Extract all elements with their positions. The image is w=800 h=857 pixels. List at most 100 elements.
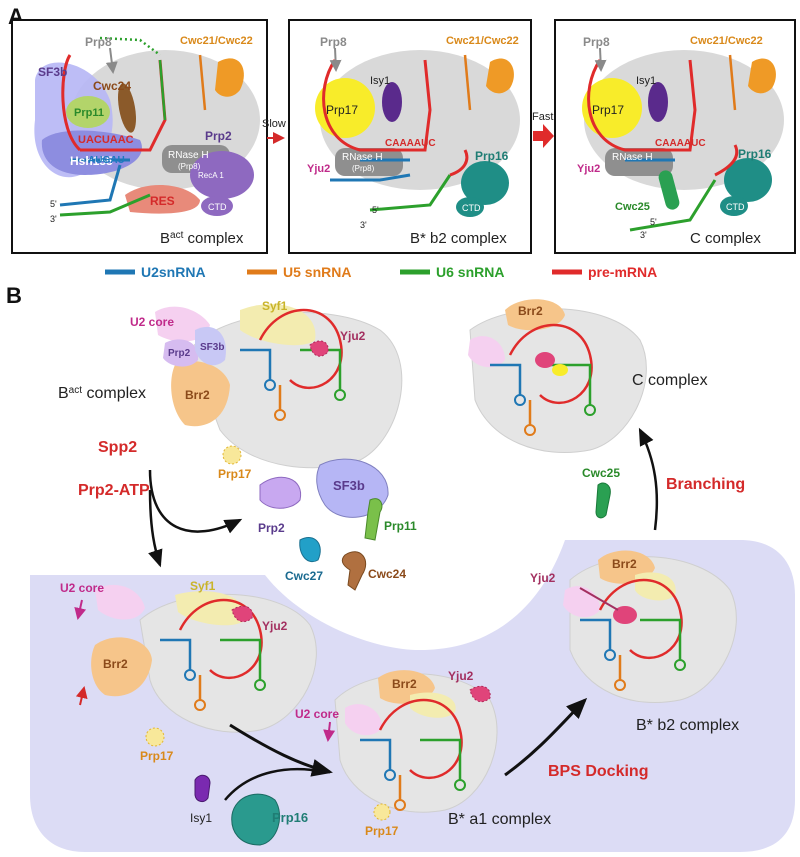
- a1-prp2-label: Prp2: [205, 129, 232, 143]
- a3-ctd-shape: [720, 196, 748, 216]
- a3-seq-caaaauc: CAAAAUC: [655, 138, 706, 149]
- b-released-sf3b-label: SF3b: [333, 478, 365, 493]
- a2-isy1-shape: [382, 82, 402, 122]
- b-b2-brr2-label: Brr2: [612, 557, 637, 571]
- b-bact-diagram: [155, 304, 403, 469]
- b-c-yju2: [535, 352, 555, 368]
- a2-complex-label: B* b2 complex: [410, 230, 507, 247]
- a1-reca1-label: RecA 1: [198, 171, 224, 180]
- a1-seq-augau: AUGAU: [88, 155, 125, 166]
- b-prp16-shape: [231, 793, 281, 846]
- b-bact-brr2: [171, 361, 230, 427]
- b-int-yju2-label: Yju2: [262, 619, 288, 633]
- a3-3prime: 3': [640, 230, 647, 240]
- b-int-prp17: [145, 727, 165, 747]
- a1-res-label: RES: [150, 194, 175, 208]
- b-c-u2core: [468, 336, 505, 368]
- b-released-prp11-label: Prp11: [384, 519, 417, 533]
- b-bact-prp2-label: Prp2: [168, 348, 191, 359]
- legend-u5-label: U5 snRNA: [283, 264, 351, 280]
- legend-u6-label: U6 snRNA: [436, 264, 504, 280]
- b-prp16-label: Prp16: [272, 810, 308, 825]
- step-spp2: Spp2: [98, 439, 137, 456]
- b-int-syf1-label: Syf1: [190, 579, 216, 593]
- a1-hsh155-label: Hsh155: [70, 154, 113, 168]
- slow-label: Slow: [262, 118, 286, 130]
- b-c-prp17: [552, 364, 568, 376]
- a2-yju2-label: Yju2: [307, 163, 330, 175]
- a2-cwc21-shape: [486, 58, 514, 94]
- legend-u2-label: U2snRNA: [141, 264, 206, 280]
- released-factors: [259, 458, 389, 591]
- a1-rnaseh-sub-label: (Prp8): [178, 162, 201, 171]
- b-int-brr2: [91, 637, 152, 697]
- b-c-diagram: [468, 299, 647, 454]
- b-released-prp2: [259, 476, 302, 509]
- b-int-yju2: [231, 605, 253, 623]
- b-released-cwc24: [341, 551, 367, 591]
- a1-sf3b-label: SF3b: [38, 65, 67, 79]
- a3-prp17-shape: [582, 78, 642, 138]
- fast-arrow: [533, 124, 554, 148]
- b-bstarb2-diagram: [563, 550, 737, 704]
- b-cwc25-label: Cwc25: [582, 466, 620, 480]
- b-bstara1-diagram: [323, 670, 498, 821]
- b-isy1-label: Isy1: [190, 811, 212, 825]
- panel-b-letter: B: [6, 283, 22, 308]
- a1-5prime: 5': [50, 199, 57, 209]
- branching-arrow: [638, 427, 659, 531]
- a2-seq-caaaauc: CAAAAUC: [385, 138, 436, 149]
- step-prp2-atp: Prp2-ATP: [78, 482, 150, 499]
- a1-cwc21-label: Cwc21/Cwc22: [180, 35, 253, 47]
- b-bact-u2core-label: U2 core: [130, 315, 174, 329]
- a3-cwc25-shape: [658, 170, 680, 210]
- a3-cwc25-label: Cwc25: [615, 201, 650, 213]
- a3-isy1-label: Isy1: [636, 75, 656, 87]
- a3-yju2-label: Yju2: [577, 163, 600, 175]
- b-a1-yju2-label: Yju2: [448, 669, 474, 683]
- step-bps-docking: BPS Docking: [548, 763, 648, 780]
- a2-5prime: 5': [372, 205, 379, 215]
- a3-prp8-label: Prp8: [583, 35, 610, 49]
- legend: U2snRNA U5 snRNA U6 snRNA pre-mRNA: [105, 264, 657, 280]
- a1-prp2-shape: [190, 151, 254, 199]
- a2-cwc21-label: Cwc21/Cwc22: [446, 35, 519, 47]
- b-released-cwc27: [299, 537, 321, 563]
- a2-prp17-shape: [315, 78, 375, 138]
- b-int-brr2-label: Brr2: [103, 657, 128, 671]
- a2-rnaseh-sub-label: (Prp8): [352, 164, 375, 173]
- fast-label: Fast: [532, 111, 553, 123]
- b-b2-complex-label: B* b2 complex: [636, 717, 739, 734]
- a2-bstarb2-diagram: [315, 47, 520, 217]
- b-a1-complex-label: B* a1 complex: [448, 811, 551, 828]
- a3-ctd-label: CTD: [726, 202, 745, 212]
- b-released-cwc24-label: Cwc24: [368, 567, 406, 581]
- a3-cwc21-label: Cwc21/Cwc22: [690, 35, 763, 47]
- a2-rnaseh-shape: [335, 148, 403, 176]
- a2-prp8-label: Prp8: [320, 35, 347, 49]
- a3-5prime: 5': [650, 217, 657, 227]
- bact-down-arrow: [148, 489, 163, 568]
- a2-ctd-label: CTD: [462, 203, 481, 213]
- a1-ctd-label: CTD: [208, 202, 227, 212]
- b-a1-prp17: [373, 803, 391, 821]
- a2-prp16-label: Prp16: [475, 149, 509, 163]
- a1-bact-diagram: [34, 36, 260, 217]
- b-bact-syf1-label: Syf1: [262, 299, 288, 313]
- b-released-prp11: [364, 498, 383, 541]
- a1-cwc21-shape: [215, 58, 244, 97]
- b-b2-yju2-label: Yju2: [530, 571, 556, 585]
- a1-prp11-label: Prp11: [74, 107, 104, 119]
- b-bact-prp17-label: Prp17: [218, 467, 252, 481]
- int-to-a1-arrow: [229, 723, 333, 777]
- a3-rnaseh-label: RNase H: [612, 152, 653, 163]
- a3-prp16-shape: [724, 158, 772, 202]
- b-bact-sf3b-label: SF3b: [200, 342, 224, 353]
- isy1-prp16-join-arrow: [224, 767, 326, 801]
- a2-prp17-label: Prp17: [326, 103, 358, 117]
- a1-seq-uacuaac: UACUAAC: [78, 134, 134, 146]
- b-released-cwc27-label: Cwc27: [285, 569, 323, 583]
- bact-release-arrow: [148, 469, 243, 534]
- a3-prp17-label: Prp17: [592, 103, 624, 117]
- prp11-shape: [66, 96, 110, 128]
